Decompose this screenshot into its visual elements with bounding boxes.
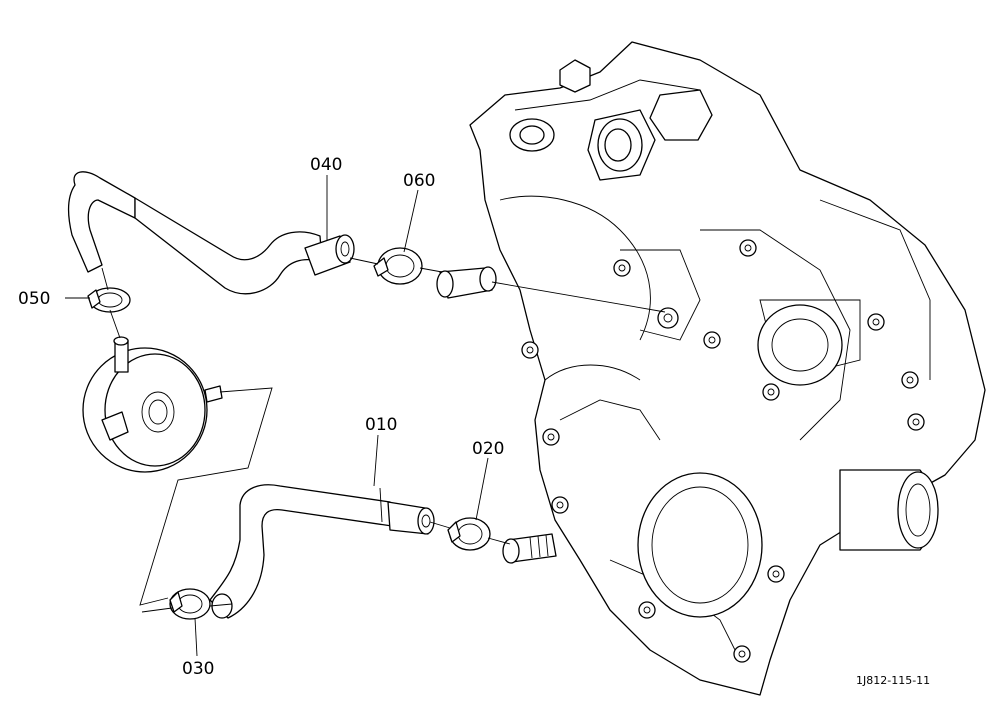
gear-case	[469, 41, 986, 696]
callout-040: 040	[310, 155, 342, 175]
clamp-020	[447, 517, 491, 551]
hose-010	[209, 484, 435, 619]
clamp-050	[87, 287, 131, 313]
assembly-lines	[65, 175, 666, 657]
callout-020: 020	[472, 439, 504, 459]
pipe-fitting-lower	[502, 533, 557, 564]
callout-010: 010	[365, 415, 397, 435]
callout-050: 050	[18, 289, 50, 309]
callout-030: 030	[182, 659, 214, 679]
drawing-code: 1J812-115-11	[856, 674, 930, 687]
clamp-060	[373, 247, 423, 285]
hose-040	[67, 171, 355, 295]
oil-cooler	[82, 336, 223, 473]
callout-060: 060	[403, 171, 435, 191]
pipe-fitting-upper	[436, 266, 497, 299]
clamp-030	[169, 588, 211, 620]
